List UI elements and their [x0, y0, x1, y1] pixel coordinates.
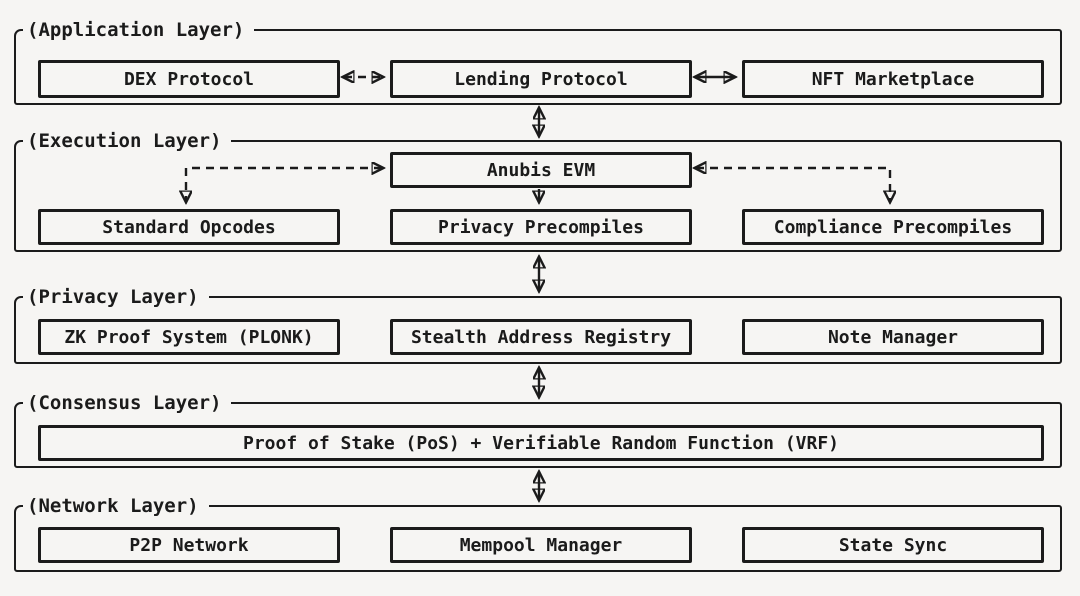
node-p2p-network-label: P2P Network	[129, 534, 249, 556]
node-nft-marketplace-label: NFT Marketplace	[811, 68, 975, 90]
node-stealth-address-registry-label: Stealth Address Registry	[410, 326, 672, 348]
node-p2p-network: P2P Network	[38, 527, 340, 563]
layer-privacy-label: (Privacy Layer)	[23, 285, 209, 310]
layer-application-label: (Application Layer)	[23, 18, 255, 43]
layer-application: (Application Layer) DEX Protocol Lending…	[14, 18, 1062, 105]
node-note-manager-label: Note Manager	[827, 326, 959, 348]
node-dex-protocol: DEX Protocol	[38, 60, 340, 98]
node-anubis-evm-label: Anubis EVM	[486, 159, 596, 181]
node-compliance-precompiles: Compliance Precompiles	[742, 209, 1044, 245]
node-anubis-evm: Anubis EVM	[390, 152, 692, 188]
layer-network-label: (Network Layer)	[23, 494, 209, 519]
node-zk-proof-system: ZK Proof System (PLONK)	[38, 319, 340, 355]
node-privacy-precompiles-label: Privacy Precompiles	[438, 216, 644, 238]
layer-execution: (Execution Layer) Anubis EVM Standard Op…	[14, 129, 1062, 252]
node-pos-vrf-label: Proof of Stake (PoS) + Verifiable Random…	[242, 432, 840, 454]
node-stealth-address-registry: Stealth Address Registry	[390, 319, 692, 355]
node-privacy-precompiles: Privacy Precompiles	[390, 209, 692, 245]
node-compliance-precompiles-label: Compliance Precompiles	[773, 216, 1013, 238]
node-lending-protocol-label: Lending Protocol	[454, 68, 628, 90]
node-state-sync: State Sync	[742, 527, 1044, 563]
node-dex-protocol-label: DEX Protocol	[123, 68, 255, 90]
node-state-sync-label: State Sync	[838, 534, 948, 556]
node-note-manager: Note Manager	[742, 319, 1044, 355]
node-lending-protocol: Lending Protocol	[390, 60, 692, 98]
layer-network: (Network Layer) P2P Network Mempool Mana…	[14, 494, 1062, 572]
node-pos-vrf: Proof of Stake (PoS) + Verifiable Random…	[38, 425, 1044, 461]
layer-consensus-label: (Consensus Layer)	[23, 391, 232, 416]
layer-privacy: (Privacy Layer) ZK Proof System (PLONK) …	[14, 285, 1062, 364]
node-nft-marketplace: NFT Marketplace	[742, 60, 1044, 98]
node-mempool-manager: Mempool Manager	[390, 527, 692, 563]
node-standard-opcodes: Standard Opcodes	[38, 209, 340, 245]
node-mempool-manager-label: Mempool Manager	[459, 534, 623, 556]
layer-execution-label: (Execution Layer)	[23, 129, 232, 154]
layer-consensus: (Consensus Layer) Proof of Stake (PoS) +…	[14, 391, 1062, 468]
node-standard-opcodes-label: Standard Opcodes	[102, 216, 276, 238]
node-zk-proof-system-label: ZK Proof System (PLONK)	[64, 326, 314, 348]
